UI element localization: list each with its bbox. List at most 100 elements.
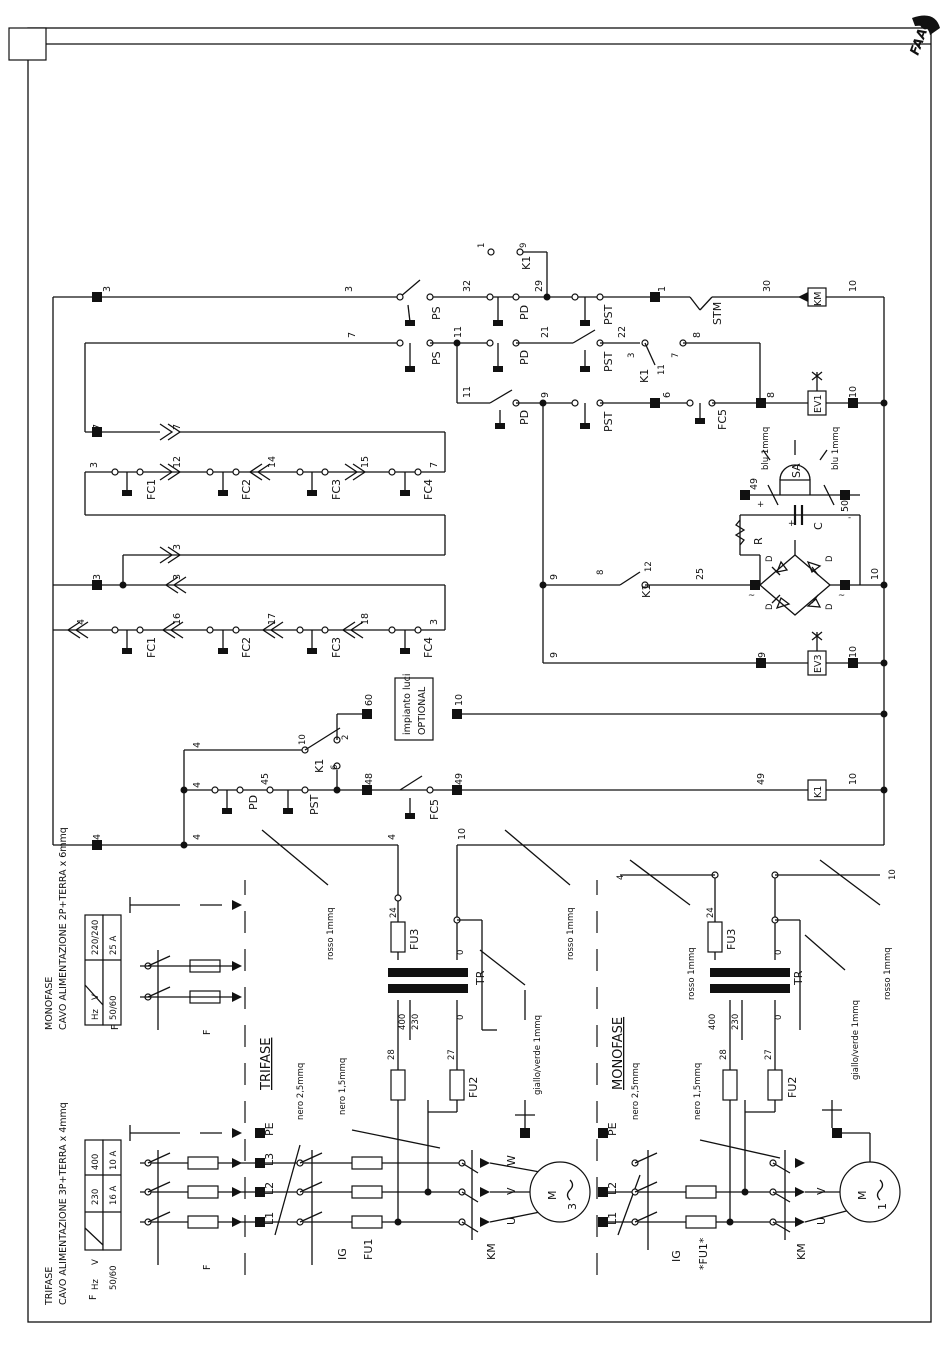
w-9c: 9	[549, 652, 560, 658]
trifase-fu2: FU2	[467, 1077, 480, 1098]
w-1: 1	[657, 286, 668, 292]
three-phase-lines	[129, 1100, 591, 1265]
w-32: 32	[462, 280, 473, 292]
lights-text-2: OPTIONAL	[417, 686, 428, 735]
lbl-pd-2: PD	[518, 350, 531, 365]
monofase-u: U	[815, 1217, 828, 1225]
lbl-pst-1: PST	[602, 304, 615, 325]
monofase-table-v: V	[91, 994, 101, 1000]
k1-c1: 1	[477, 243, 487, 248]
lbl-r: R	[752, 537, 765, 545]
trifase-motor-m: M	[546, 1191, 559, 1201]
w-22: 22	[617, 326, 628, 338]
trifase-ig: IG	[336, 1248, 349, 1260]
lbl-fc2-b: FC2	[240, 637, 253, 658]
bridge-rectifier	[759, 540, 888, 616]
control-circuit	[52, 248, 888, 920]
bridge-tilde-2: ~	[838, 591, 845, 601]
lbl-km-coil: KM	[813, 292, 824, 306]
k1-c11: 11	[657, 364, 667, 375]
k1-c12: 12	[644, 561, 654, 572]
monofase-tap-230: 230	[731, 1014, 741, 1030]
k1-c7: 7	[671, 353, 681, 358]
w-7c: 7	[172, 424, 183, 430]
trifase-cable-spec: CAVO ALIMENTAZIONE 3P+TERRA x 4mmq	[58, 1102, 69, 1305]
w-10g: 10	[457, 828, 468, 840]
w-11b: 11	[462, 386, 473, 398]
lbl-d4: D	[825, 603, 835, 610]
w-10b: 10	[848, 386, 859, 398]
trifase-a-10: 10 A	[109, 1150, 119, 1170]
k1-c2: 2	[341, 735, 351, 740]
terminal-block	[650, 292, 660, 302]
w-4a: 4	[76, 619, 87, 625]
w-45: 45	[260, 773, 271, 785]
trifase-tap-400: 400	[398, 1014, 408, 1030]
w-14: 14	[267, 456, 278, 468]
w-7a: 7	[347, 332, 358, 338]
w-10f: 10	[848, 773, 859, 785]
motor-1ph	[839, 1161, 901, 1223]
monofase-pe: PE	[606, 1122, 619, 1136]
trifase-note-rosso-a: rosso 1mmq	[326, 907, 336, 960]
monofase-cable-spec: CAVO ALIMENTAZIONE 2P+TERRA x 6mmq	[58, 827, 69, 1030]
lbl-pd-4: PD	[247, 795, 260, 810]
trifase-f-label: F	[202, 1265, 213, 1270]
lights-text-1: impianto luci	[402, 674, 413, 736]
w-6: 6	[662, 392, 673, 398]
trifase-note-nero15: nero 1,5mmq	[338, 1058, 348, 1115]
monofase-lines	[598, 1100, 901, 1250]
k1-c6: 6	[330, 765, 340, 770]
lbl-fc1-a: FC1	[145, 479, 158, 500]
km-coil	[807, 287, 827, 307]
lbl-d2: D	[825, 555, 835, 562]
monofase-tap-0b: 0	[774, 950, 784, 955]
k1-c9: 9	[519, 243, 529, 248]
monofase-l1: L1	[606, 1212, 619, 1225]
bridge-tilde-1: ~	[748, 591, 755, 601]
trifase-cable-title: TRIFASE	[44, 1267, 55, 1306]
labels: TRIFASE CAVO ALIMENTAZIONE 3P+TERRA x 4m…	[44, 243, 898, 1306]
w-25a: 49	[454, 773, 465, 785]
monofase-wire-28: 28	[719, 1049, 729, 1060]
lbl-k1-coil: K1	[813, 786, 824, 798]
lbl-stm: STM	[711, 302, 724, 325]
monofase-note-rosso-a: rosso 1mmq	[687, 947, 697, 1000]
trifase-table	[84, 1139, 122, 1251]
trifase-w: W	[505, 1155, 518, 1166]
single-phase-power	[84, 859, 901, 1275]
monofase-f-label: F	[202, 1030, 213, 1035]
trifase-note-nero25: nero 2,5mmq	[296, 1063, 306, 1120]
monofase-tap-24: 24	[706, 907, 716, 918]
w-17: 17	[267, 613, 278, 625]
trifase-table-hz: Hz	[91, 1279, 101, 1290]
w-60: 60	[364, 694, 375, 706]
trifase-tap-0b: 0	[456, 950, 466, 955]
monofase-table-f: F	[110, 1025, 121, 1030]
trifase-fu1: FU1	[362, 1239, 375, 1260]
lbl-fc3-a: FC3	[330, 479, 343, 500]
trifase-l2: L2	[263, 1182, 276, 1195]
trifase-v: V	[505, 1187, 518, 1195]
monofase-table-row-hz: 50/60	[109, 996, 119, 1021]
trifase-pe: PE	[263, 1122, 276, 1136]
trifase-tr: TR	[474, 970, 487, 986]
monofase-tap-400: 400	[708, 1014, 718, 1030]
transformer-trifase	[388, 894, 535, 1138]
capacitor-lamp	[734, 440, 861, 585]
lbl-pst-4: PST	[308, 794, 321, 815]
monofase-note-rosso-b: rosso 1mmq	[883, 947, 893, 1000]
lbl-ps-1: PS	[430, 306, 443, 320]
cap-minus: -	[848, 513, 851, 523]
lbl-k1-c: K1	[640, 584, 653, 598]
monofase-cable-title: MONOFASE	[44, 977, 55, 1030]
faac-logo: FAAC	[908, 15, 940, 57]
trifase-tap-0a: 0	[456, 1015, 466, 1020]
w-3a: 3	[102, 286, 113, 292]
w-3e: 3	[92, 574, 103, 580]
lbl-pst-2: PST	[602, 351, 615, 372]
w-25b: 49	[756, 773, 767, 785]
monofase-table	[84, 914, 122, 1026]
trifase-note-rosso-b: rosso 1mmq	[566, 907, 576, 960]
lbl-d3: D	[765, 603, 775, 610]
